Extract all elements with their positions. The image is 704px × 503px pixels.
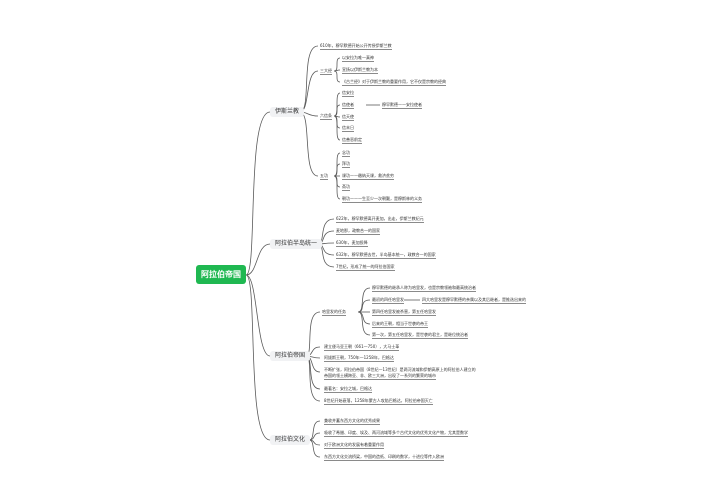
wugong-item: 拜功 (342, 161, 350, 168)
caliph-item: 穆罕默德的继承人称为哈里发，也是宗教领袖和最高统治者 (372, 285, 476, 292)
liuxin-item: 信末日 (342, 125, 354, 132)
link-empire-item5 (305, 355, 321, 402)
caliph-item: 最初的四任哈里发 (372, 297, 404, 304)
yisilan-intro: 610年，穆罕默德开始公开传授伊斯兰教 (320, 43, 392, 50)
caliph-item: 后来的王朝，相当于世袭的帝王 (372, 321, 428, 328)
link-yisilan-intro (299, 45, 319, 113)
liuxin-item: 信天使 (342, 114, 354, 121)
caliph-item: 第一次，第五任哈里发，是世袭的君主，是继位统治者 (372, 332, 468, 339)
unify-item: 麦地那，政教合一的国家 (336, 228, 380, 235)
empire-item: 帝国的领土横跨亚、非、欧三大洲，出现了一系列的繁荣的城市 (324, 373, 436, 380)
liuxin-item: 信使者 (342, 102, 354, 109)
wugong-item: 课功——缴纳天课，救济贫穷 (342, 173, 394, 180)
branch-yisilan[interactable]: 伊斯兰教 (270, 107, 305, 117)
sanda-item: 宣扬以伊斯兰教为本 (342, 67, 378, 74)
caliph-note: 四大哈里发是穆罕默德的亲属以及其后继者，是推选出来的 (422, 297, 526, 304)
node-sanda[interactable]: 三大经 (320, 68, 332, 75)
link-liuxin-item4 (333, 115, 341, 141)
link-empire-item4 (305, 355, 321, 390)
empire-item: 建立倭马亚王朝（661—750），大马士革 (324, 344, 400, 351)
wugong-item: 斋功 (342, 184, 350, 191)
culture-item: 东西方文化交流桥梁，中国的造纸、印刷的数学，十进位等传入欧洲 (324, 454, 444, 461)
link-culture-item3 (308, 439, 321, 458)
wugong-item: 念功 (342, 150, 350, 157)
link-sanda-item2 (333, 70, 341, 83)
liuxin-item: 信善恶前定 (342, 137, 362, 144)
link-yisilan-wugong (299, 111, 319, 177)
caliph-item: 第四任哈里发被杀害，第五任哈里发 (372, 309, 436, 316)
link-root-unify (245, 243, 271, 276)
unify-item: 622年，穆罕默德离开麦加，出走，伊斯兰教纪元 (336, 216, 424, 223)
empire-item: 不断扩张，阿拉伯帝国（8世纪—13世纪）是两河流域和伊朗高原上的阿拉伯人建立的 (324, 367, 476, 372)
link-yisilan-sanda (299, 70, 319, 113)
link-empire-caliph (305, 311, 321, 357)
link-root-yisilan (245, 111, 271, 276)
culture-item: 对于欧洲文化的发展有着重要作用 (324, 442, 384, 449)
empire-item: 8世纪开始衰落，1258年蒙古人攻陷巴格达，阿拉伯帝国灭亡 (324, 398, 433, 405)
empire-item: 最著名：安拉之城，巴格达 (324, 386, 372, 393)
link-culture-item0 (308, 420, 321, 441)
link-root-culture (245, 274, 271, 441)
unify-item: 7世纪，形成了统一的阿拉伯国家 (336, 264, 395, 271)
liuxin-item: 信安拉 (342, 90, 354, 97)
node-liuxin[interactable]: 六信条 (320, 113, 332, 120)
liuxin-note: 穆罕默德——安拉使者 (382, 102, 422, 109)
unify-item: 632年，穆罕默德去世，半岛基本统一，政教合一的国家 (336, 252, 436, 259)
link-root-empire (245, 274, 271, 357)
wugong-item: 朝功——一生至少一次朝觐，是穆斯林的义务 (342, 196, 422, 203)
culture-item: 兼收并蓄东西方文化的优秀成果 (324, 418, 380, 425)
sanda-item: 《古兰经》对于伊斯兰教的重要作用，它不仅是宗教的经典 (342, 79, 446, 86)
node-caliph[interactable]: 哈里发的任务 (322, 309, 346, 316)
branch-culture[interactable]: 阿拉伯文化 (270, 435, 311, 445)
branch-empire[interactable]: 阿拉伯帝国 (270, 351, 311, 361)
empire-item: 阿拔斯王朝，750年—1258年，巴格达 (324, 355, 394, 362)
link-caliph-item3 (357, 311, 371, 325)
culture-item: 吸收了希腊、印度、埃及、两河流域等多个古代文化的优秀文化产物，尤其是数学 (324, 430, 468, 437)
link-sanda-item0 (333, 57, 341, 72)
link-caliph-item0 (357, 287, 371, 313)
branch-unify[interactable]: 阿拉伯半岛统一 (270, 239, 323, 249)
sanda-item: 以安拉为唯一真神 (342, 55, 374, 62)
link-caliph-item1 (357, 299, 371, 313)
unify-item: 630年，麦加投降 (336, 240, 368, 247)
root-node[interactable]: 阿拉伯帝国 (196, 265, 246, 284)
link-wugong-item4 (333, 175, 341, 200)
node-wugong[interactable]: 五功 (320, 173, 328, 180)
link-caliph-item4 (357, 311, 371, 336)
